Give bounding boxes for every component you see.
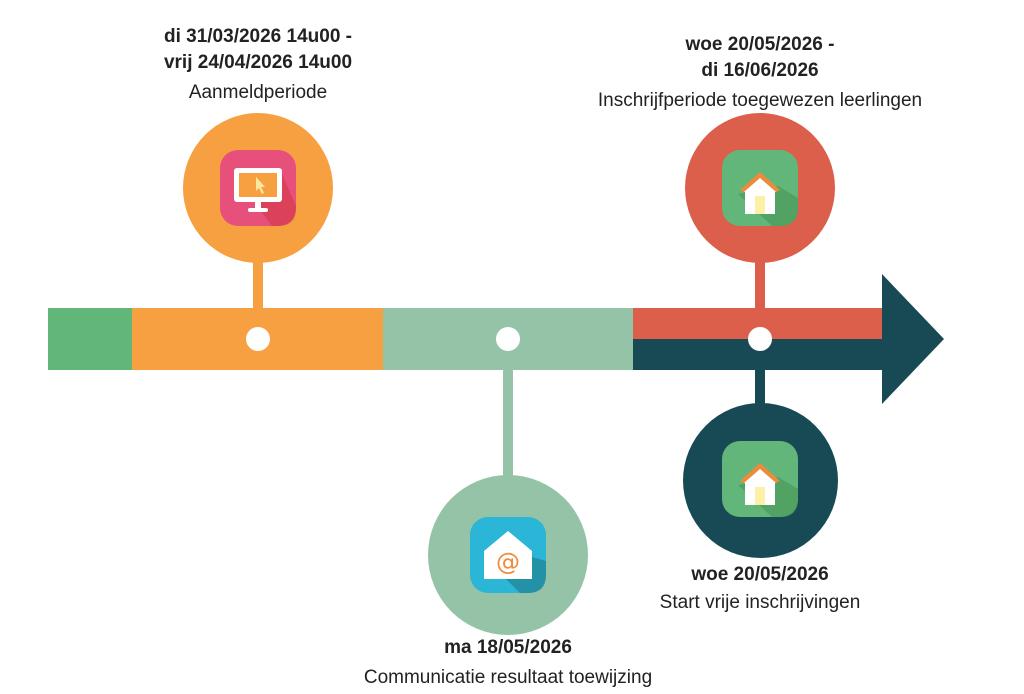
milestone-title: Communicatie resultaat toewijzing [363,667,653,688]
milestone-title: Aanmeldperiode [188,82,328,103]
stem-vrij [755,339,765,409]
timeline-dot [496,327,520,351]
timeline-dot [246,327,270,351]
arrow-head-icon [882,274,944,404]
milestone-label-aanmeld: di 31/03/2026 14u00 - vrij 24/04/2026 14… [48,24,468,106]
timeline-segment-start [48,308,133,370]
svg-text:@: @ [496,548,520,576]
milestone-label-inschrijf: woe 20/05/2026 - di 16/06/2026 Inschrijf… [550,32,970,114]
milestone-date: di 31/03/2026 14u00 - [163,26,352,47]
stem-communicatie [503,339,513,479]
milestone-date: ma 18/05/2026 [444,637,572,658]
milestone-label-vrij: woe 20/05/2026 Start vrije inschrijvinge… [550,562,970,616]
timeline-dot [748,327,772,351]
milestone-date: vrij 24/04/2026 14u00 [163,52,353,73]
milestone-date: woe 20/05/2026 - [685,34,835,55]
stem-aanmeld [253,255,263,339]
house-icon [722,441,798,517]
milestone-date: woe 20/05/2026 [691,564,829,585]
milestone-label-communicatie: ma 18/05/2026 Communicatie resultaat toe… [298,635,718,691]
milestone-title: Inschrijfperiode toegewezen leerlingen [597,90,923,111]
email-at-icon: @ [470,517,546,593]
computer-cursor-icon [220,150,296,226]
house-icon [722,150,798,226]
milestone-date: di 16/06/2026 [701,60,819,81]
stem-inschrijf [755,255,765,339]
milestone-title: Start vrije inschrijvingen [659,592,861,613]
